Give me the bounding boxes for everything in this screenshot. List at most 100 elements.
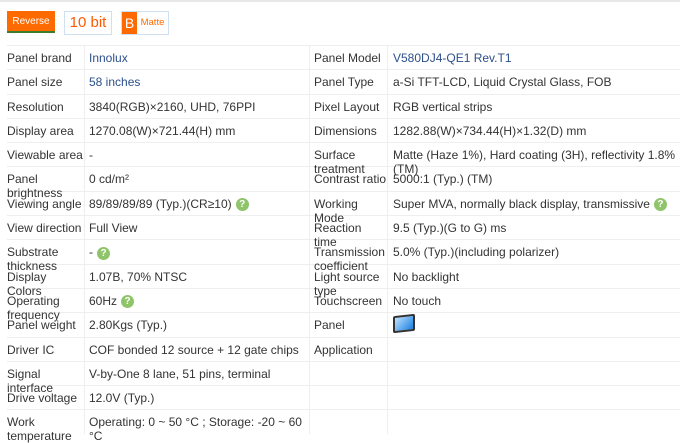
table-row: Drive voltage 12.0V (Typ.)	[7, 385, 680, 411]
spec-value: No backlight	[388, 265, 680, 289]
matte-badge-icon: B	[122, 12, 137, 34]
spec-value-text: 2.80Kgs (Typ.)	[89, 318, 168, 333]
spec-value	[388, 362, 680, 386]
spec-label: Work temperature	[7, 410, 85, 443]
spec-label: Panel size	[7, 70, 85, 95]
spec-label-text: Work temperature	[7, 415, 72, 443]
spec-label-text: Driver IC	[7, 342, 55, 357]
spec-label: Reaction time	[310, 216, 388, 249]
spec-table: Panel brand Innolux Panel Model V580DJ4-QE1…	[7, 45, 680, 443]
matte-badge[interactable]: B Matte	[121, 11, 169, 35]
spec-label-text: Panel size	[7, 75, 63, 90]
spec-label: Panel brand	[7, 46, 85, 70]
spec-value-text: Super MVA, normally black display, trans…	[393, 196, 650, 211]
spec-label: Resolution	[7, 94, 85, 119]
spec-label: Light source type	[310, 264, 388, 298]
reverse-badge[interactable]: Reverse	[7, 11, 55, 33]
spec-value-text: Operating: 0 ~ 50 °C ; Storage: -20 ~ 60…	[89, 415, 302, 443]
spec-value-text[interactable]: Innolux	[89, 51, 128, 65]
spec-label-text: Panel Model	[314, 51, 381, 65]
spec-value-text[interactable]: 58 inches	[89, 75, 141, 90]
spec-value-text: 1.07B, 70% NTSC	[89, 269, 188, 284]
spec-value: 60Hz?	[85, 288, 310, 313]
spec-label-text: Drive voltage	[7, 391, 78, 406]
spec-label: Operating frequency	[7, 288, 85, 322]
spec-value-text[interactable]: V580DJ4-QE1 Rev.T1	[393, 51, 512, 65]
spec-label	[310, 386, 388, 411]
spec-label: Viewing angle	[7, 191, 85, 216]
spec-value: Full View	[85, 216, 310, 241]
spec-label-text: Signal interface	[7, 366, 54, 395]
spec-label-text: Application	[314, 342, 373, 357]
spec-label: Viewable area	[7, 143, 85, 168]
spec-label: Dimensions	[310, 118, 388, 143]
spec-value-text: 5.0% (Typ.)(including polarizer)	[393, 245, 560, 260]
spec-label: Substrate thickness	[7, 240, 85, 273]
help-icon[interactable]: ?	[235, 198, 249, 212]
spec-value: 5000:1 (Typ.) (TM)	[388, 167, 680, 191]
spec-label: Signal interface	[7, 361, 85, 395]
help-icon[interactable]: ?	[653, 198, 667, 212]
spec-label: Transmission coefficient	[310, 240, 388, 273]
spec-label: Contrast ratio	[310, 167, 388, 192]
spec-value: 1282.88(W)×734.44(H)×1.32(D) mm	[388, 119, 680, 143]
spec-value-text: 89/89/89/89 (Typ.)(CR≥10)	[89, 196, 232, 211]
help-icon[interactable]: ?	[121, 295, 135, 309]
spec-value-text: 1270.08(W)×721.44(H) mm	[89, 123, 236, 138]
spec-label-text: Operating frequency	[7, 293, 60, 322]
spec-label: Drive voltage	[7, 386, 85, 411]
spec-value: 89/89/89/89 (Typ.)(CR≥10)?	[85, 191, 310, 216]
spec-label-text: Surface treatment	[314, 148, 365, 177]
spec-label: Application	[310, 337, 388, 362]
spec-value: 0 cd/m²	[85, 167, 310, 192]
spec-value-text: 1282.88(W)×734.44(H)×1.32(D) mm	[393, 123, 587, 138]
spec-value: Operating: 0 ~ 50 °C ; Storage: -20 ~ 60…	[85, 410, 310, 443]
table-row: Signal interface V-by-One 8 lane, 51 pins…	[7, 360, 680, 395]
spec-label	[310, 410, 388, 435]
spec-label-text: Working Mode	[314, 196, 358, 225]
spec-value-text: No touch	[393, 293, 442, 308]
table-row: Operating frequency 60Hz? Touchscreen No to…	[7, 287, 680, 322]
spec-value-text: Matte (Haze 1%), Hard coating (3H), refl…	[393, 148, 676, 177]
spec-value: COF bonded 12 source + 12 gate chips	[85, 337, 310, 362]
spec-value	[388, 386, 680, 410]
spec-label-text: Contrast ratio	[314, 172, 387, 187]
matte-badge-label: Matte	[140, 17, 165, 28]
top-divider	[0, 0, 680, 2]
spec-value: Matte (Haze 1%), Hard coating (3H), refl…	[388, 143, 680, 176]
help-icon[interactable]: ?	[97, 246, 110, 260]
table-row: Substrate thickness-? Transmission coeffi…	[7, 239, 680, 273]
spec-value-text: 0 cd/m²	[89, 172, 130, 187]
spec-label: Panel	[310, 313, 388, 338]
spec-label-text: Panel	[314, 318, 345, 333]
spec-value-text: COF bonded 12 source + 12 gate chips	[89, 342, 299, 357]
spec-label-text: Pixel Layout	[314, 99, 380, 114]
spec-label-text: Transmission coefficient	[314, 245, 385, 274]
spec-value-text: V-by-One 8 lane, 51 pins, terminal	[89, 366, 271, 381]
spec-value: -	[85, 143, 310, 168]
spec-value: 12.0V (Typ.)	[85, 386, 310, 411]
spec-label-text: Dimensions	[314, 123, 377, 138]
spec-label: Panel brightness	[7, 167, 85, 200]
spec-value: 1.07B, 70% NTSC	[85, 264, 310, 289]
spec-value-text: -	[89, 245, 93, 260]
10bit-badge[interactable]: 10 bit	[64, 11, 112, 35]
table-row: Panel brand Innolux Panel Model V580DJ4-QE1…	[7, 45, 680, 70]
spec-value-text: Full View	[89, 221, 138, 236]
spec-value-text: -	[89, 148, 93, 163]
spec-value	[388, 410, 680, 434]
spec-label-text: Touchscreen	[314, 293, 383, 308]
spec-label-text: Light source type	[314, 269, 380, 298]
spec-value: Super MVA, normally black display, trans…	[388, 192, 680, 216]
spec-label: Driver IC	[7, 337, 85, 362]
spec-value: 2.80Kgs (Typ.)	[85, 313, 310, 338]
spec-label-text: Reaction time	[314, 221, 362, 250]
spec-label: View direction	[7, 216, 85, 241]
spec-value: 9.5 (Typ.)(G to G) ms	[388, 216, 680, 240]
